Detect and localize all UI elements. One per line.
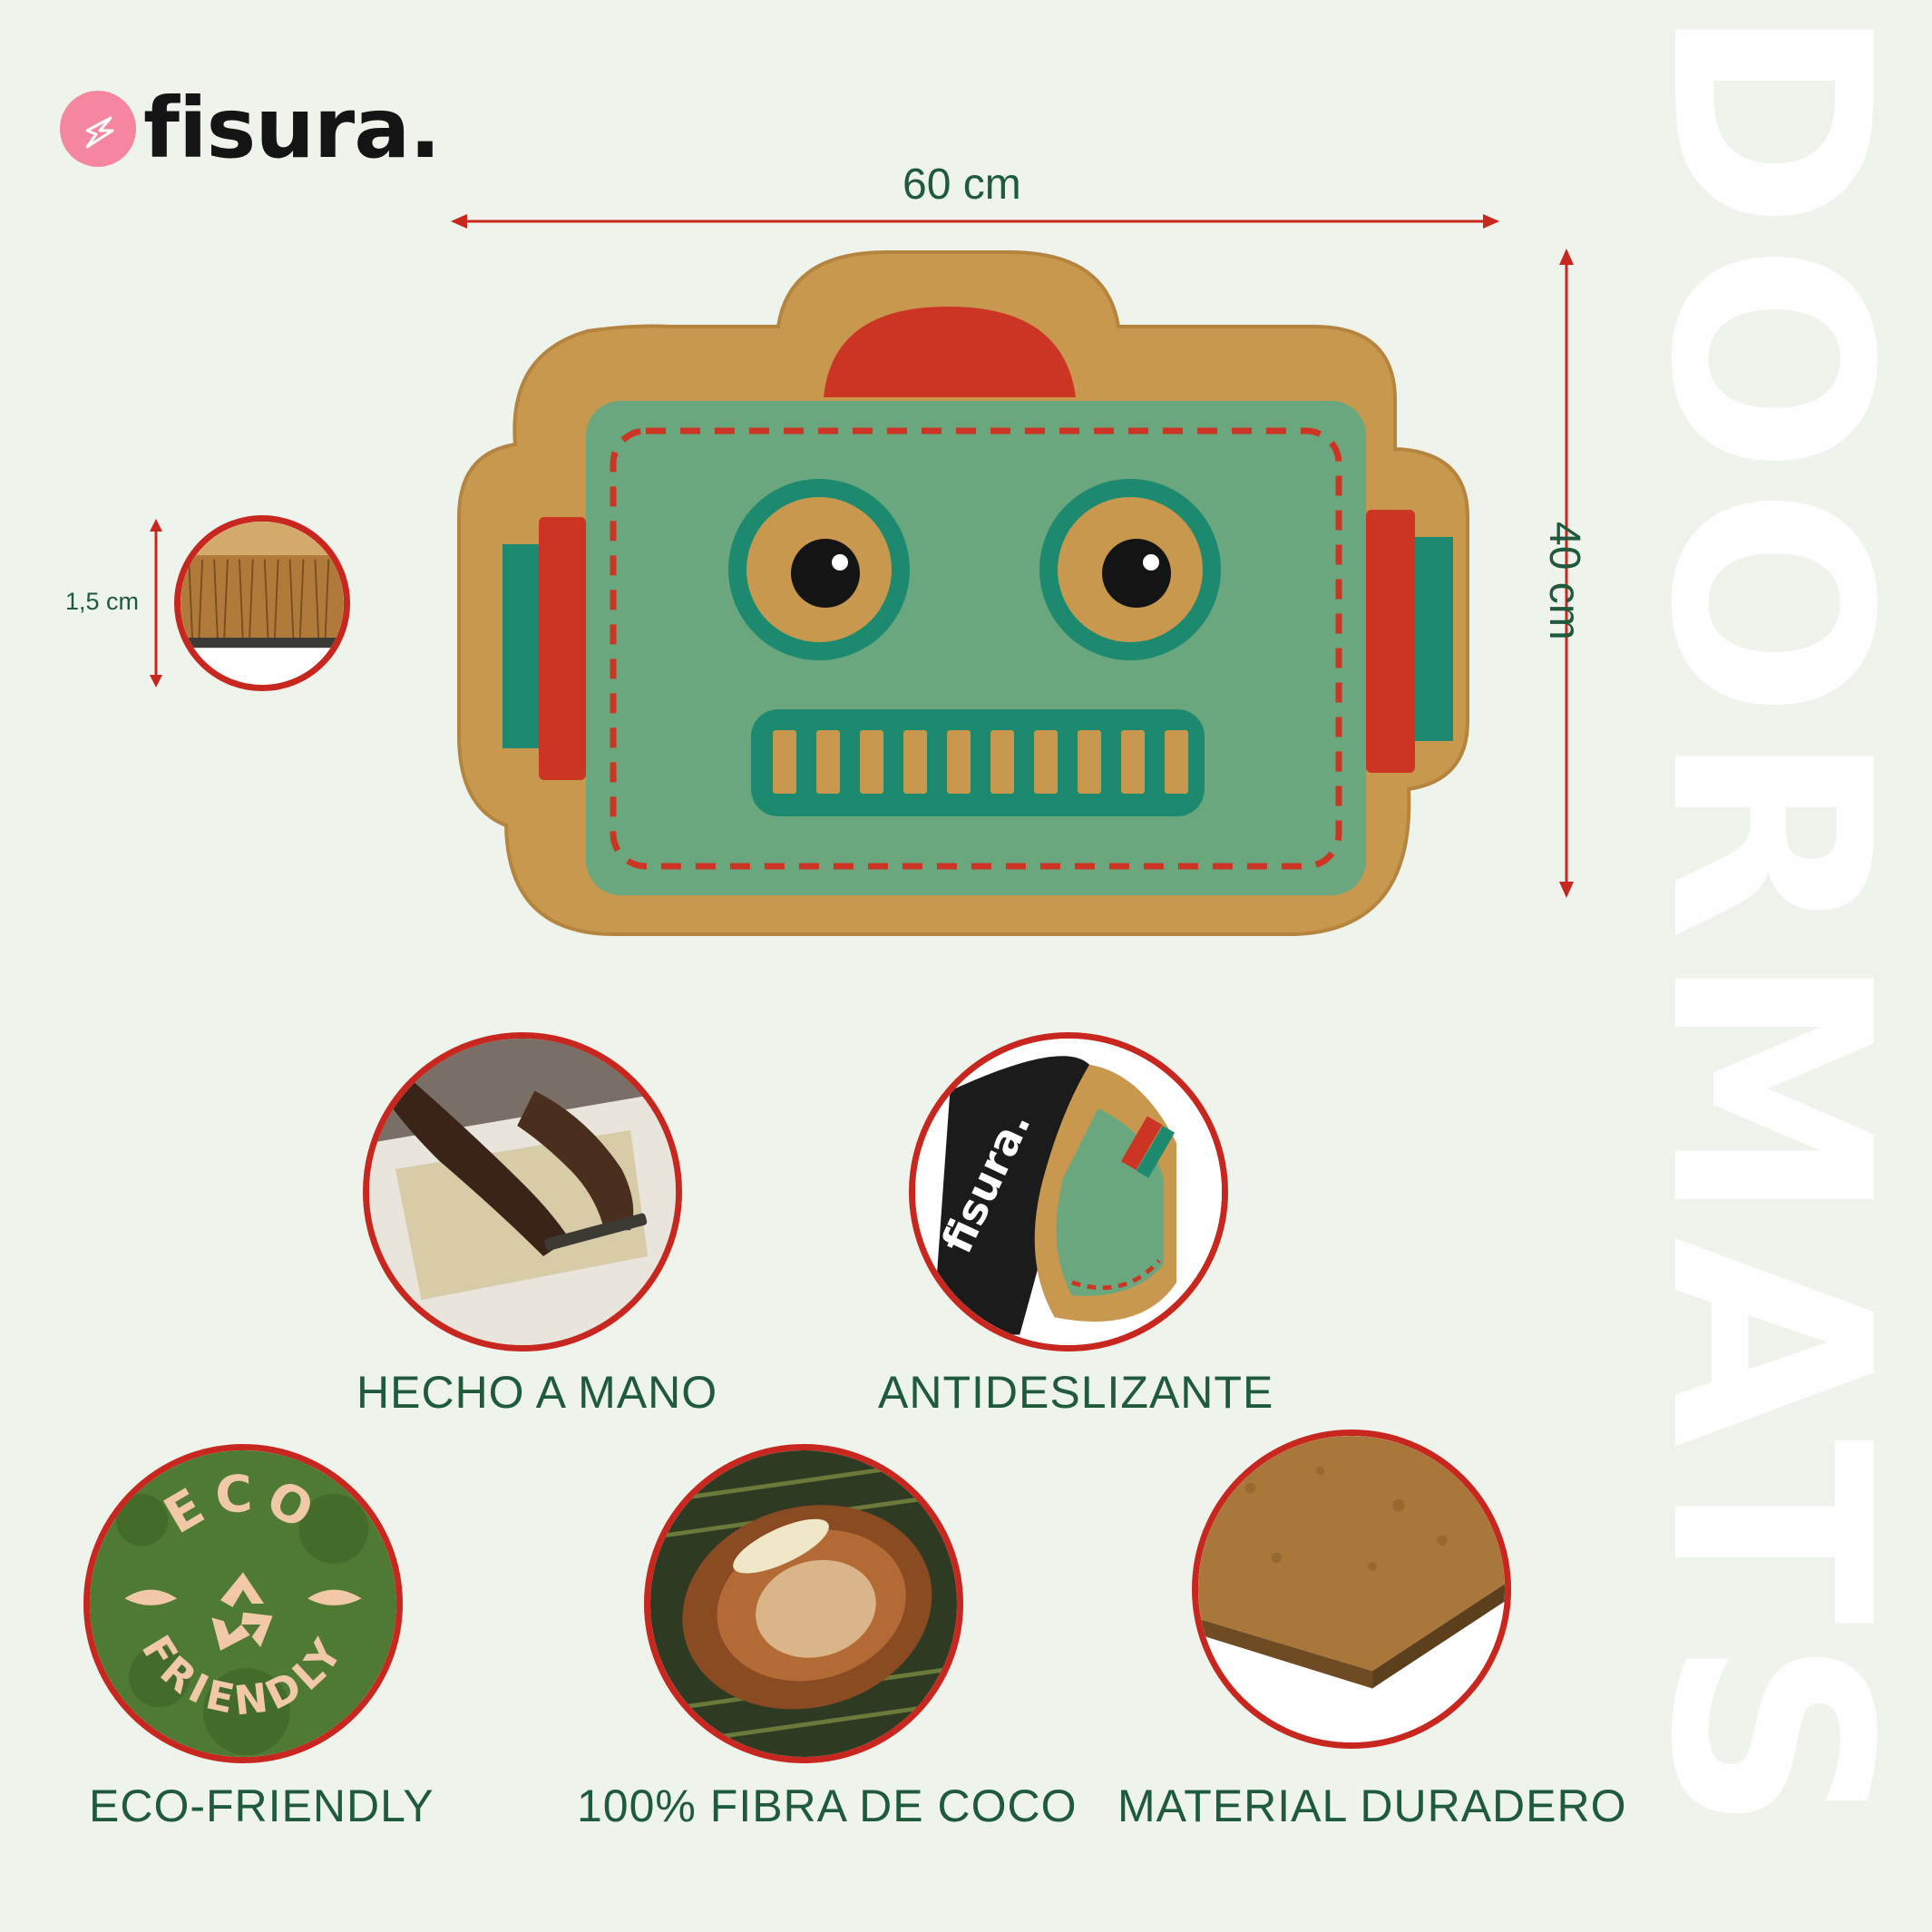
doormats-watermark: DOORMATS (1611, 5, 1927, 1847)
mat-dashed-stitch (610, 427, 1342, 870)
brand-name: fisura. (143, 80, 441, 177)
thickness-detail-photo (174, 515, 350, 691)
mat-left-pupil (791, 539, 860, 608)
brand-logo: fisura. (60, 80, 441, 177)
feature-label-durable: MATERIAL DURADERO (1117, 1781, 1627, 1831)
feature-label-eco: ECO-FRIENDLY (89, 1781, 434, 1831)
feature-label-coconut: 100% FIBRA DE COCO (577, 1781, 1078, 1831)
mat-left-ear-red (539, 517, 586, 780)
robot-doormat-illustration (457, 250, 1469, 936)
lightning-logo-icon (60, 91, 136, 167)
coconut-fiber-photo (644, 1444, 963, 1763)
height-label: 40 cm (1540, 522, 1588, 640)
mat-right-pupil (1102, 539, 1171, 608)
durable-material-photo (1192, 1429, 1511, 1749)
mat-right-ear-red (1366, 510, 1415, 773)
height-arrow (1559, 249, 1574, 898)
width-arrow (451, 214, 1499, 229)
width-label: 60 cm (903, 161, 1021, 209)
mat-right-ear-teal (1415, 537, 1453, 741)
thickness-arrow (150, 519, 162, 688)
feature-label-handmade: HECHO A MANO (356, 1367, 718, 1418)
anti-slip-photo: fisura. (909, 1032, 1228, 1351)
mat-green-face (586, 401, 1366, 895)
mat-red-dome (824, 307, 1076, 397)
mat-left-ear-teal (503, 544, 539, 748)
eco-friendly-badge: ECO FRIENDLY (83, 1444, 403, 1763)
recycle-icon (211, 1572, 273, 1651)
thickness-label: 1,5 cm (65, 588, 140, 615)
handmade-photo (363, 1032, 682, 1351)
feature-label-anti-slip: ANTIDESLIZANTE (878, 1367, 1274, 1418)
mat-teeth (773, 730, 1188, 794)
